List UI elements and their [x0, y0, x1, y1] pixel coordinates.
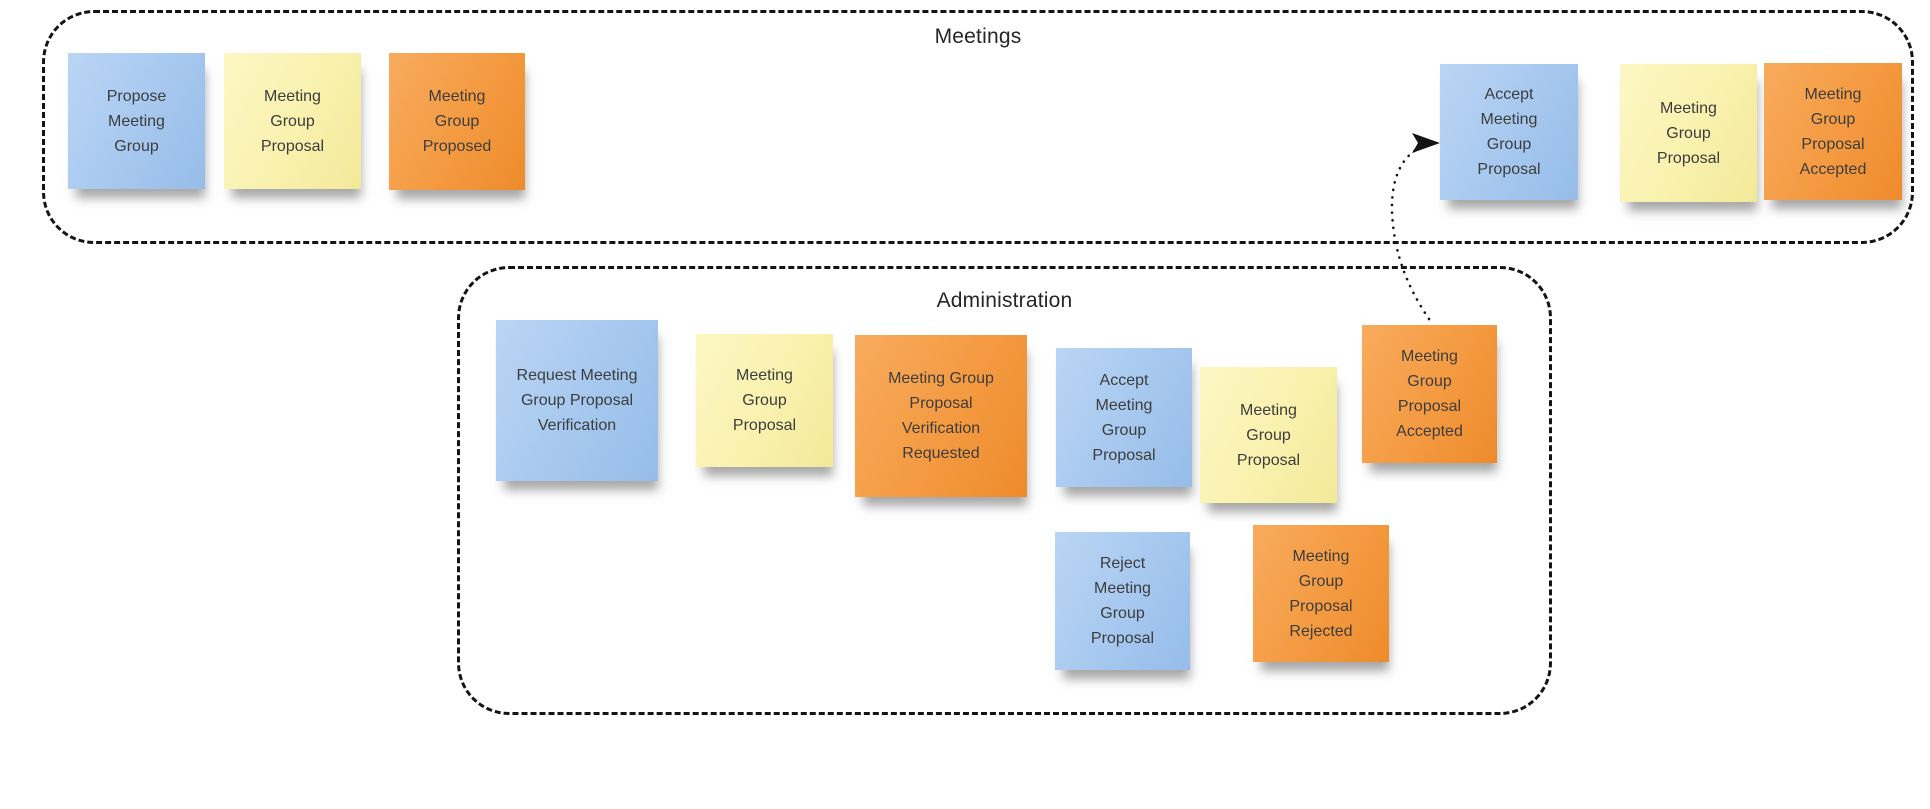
sticky-note-text: Meeting Group Proposal [260, 87, 325, 155]
sticky-note[interactable]: Reject Meeting Group Proposal [1055, 532, 1190, 670]
frame-meetings[interactable]: Meetings [42, 10, 1914, 244]
frame-administration[interactable]: Administration [457, 266, 1552, 715]
sticky-note-text: Meeting Group Proposed [422, 88, 492, 155]
sticky-note[interactable]: Meeting Group Proposal Accepted [1764, 63, 1902, 200]
sticky-note[interactable]: Meeting Group Proposal [696, 334, 833, 467]
sticky-note-text: Meeting Group Proposal [1656, 99, 1721, 167]
sticky-note-text: Meeting Group Proposal Accepted [1396, 348, 1463, 440]
frame-meetings-title: Meetings [934, 25, 1022, 48]
sticky-note-text: Meeting Group Proposal Verification Requ… [888, 370, 994, 462]
sticky-note[interactable]: Accept Meeting Group Proposal [1056, 348, 1192, 487]
sticky-note-text: Propose Meeting Group [106, 87, 167, 155]
sticky-note-text: Accept Meeting Group Proposal [1092, 371, 1156, 464]
sticky-note[interactable]: Propose Meeting Group [68, 53, 205, 189]
frame-administration-title: Administration [936, 289, 1073, 312]
sticky-note[interactable]: Meeting Group Proposal [1200, 367, 1337, 503]
sticky-note[interactable]: Meeting Group Proposal [224, 53, 361, 189]
sticky-note-text: Request Meeting Group Proposal Verificat… [516, 367, 638, 434]
sticky-note-text: Meeting Group Proposal Rejected [1289, 547, 1353, 640]
sticky-note[interactable]: Accept Meeting Group Proposal [1440, 64, 1578, 200]
sticky-note-text: Reject Meeting Group Proposal [1090, 555, 1155, 647]
sticky-note-text: Meeting Group Proposal [1236, 401, 1301, 469]
sticky-note-text: Meeting Group Proposal [732, 367, 797, 434]
sticky-note[interactable]: Meeting Group Proposal Rejected [1253, 525, 1389, 662]
sticky-note[interactable]: Meeting Group Proposal Accepted [1362, 325, 1497, 463]
sticky-note[interactable]: Meeting Group Proposal Verification Requ… [855, 335, 1027, 497]
sticky-note[interactable]: Meeting Group Proposed [389, 53, 525, 190]
sticky-note[interactable]: Request Meeting Group Proposal Verificat… [496, 320, 658, 481]
sticky-note[interactable]: Meeting Group Proposal [1620, 64, 1757, 202]
sticky-note-text: Meeting Group Proposal Accepted [1799, 85, 1867, 178]
sticky-note-text: Accept Meeting Group Proposal [1477, 86, 1541, 178]
